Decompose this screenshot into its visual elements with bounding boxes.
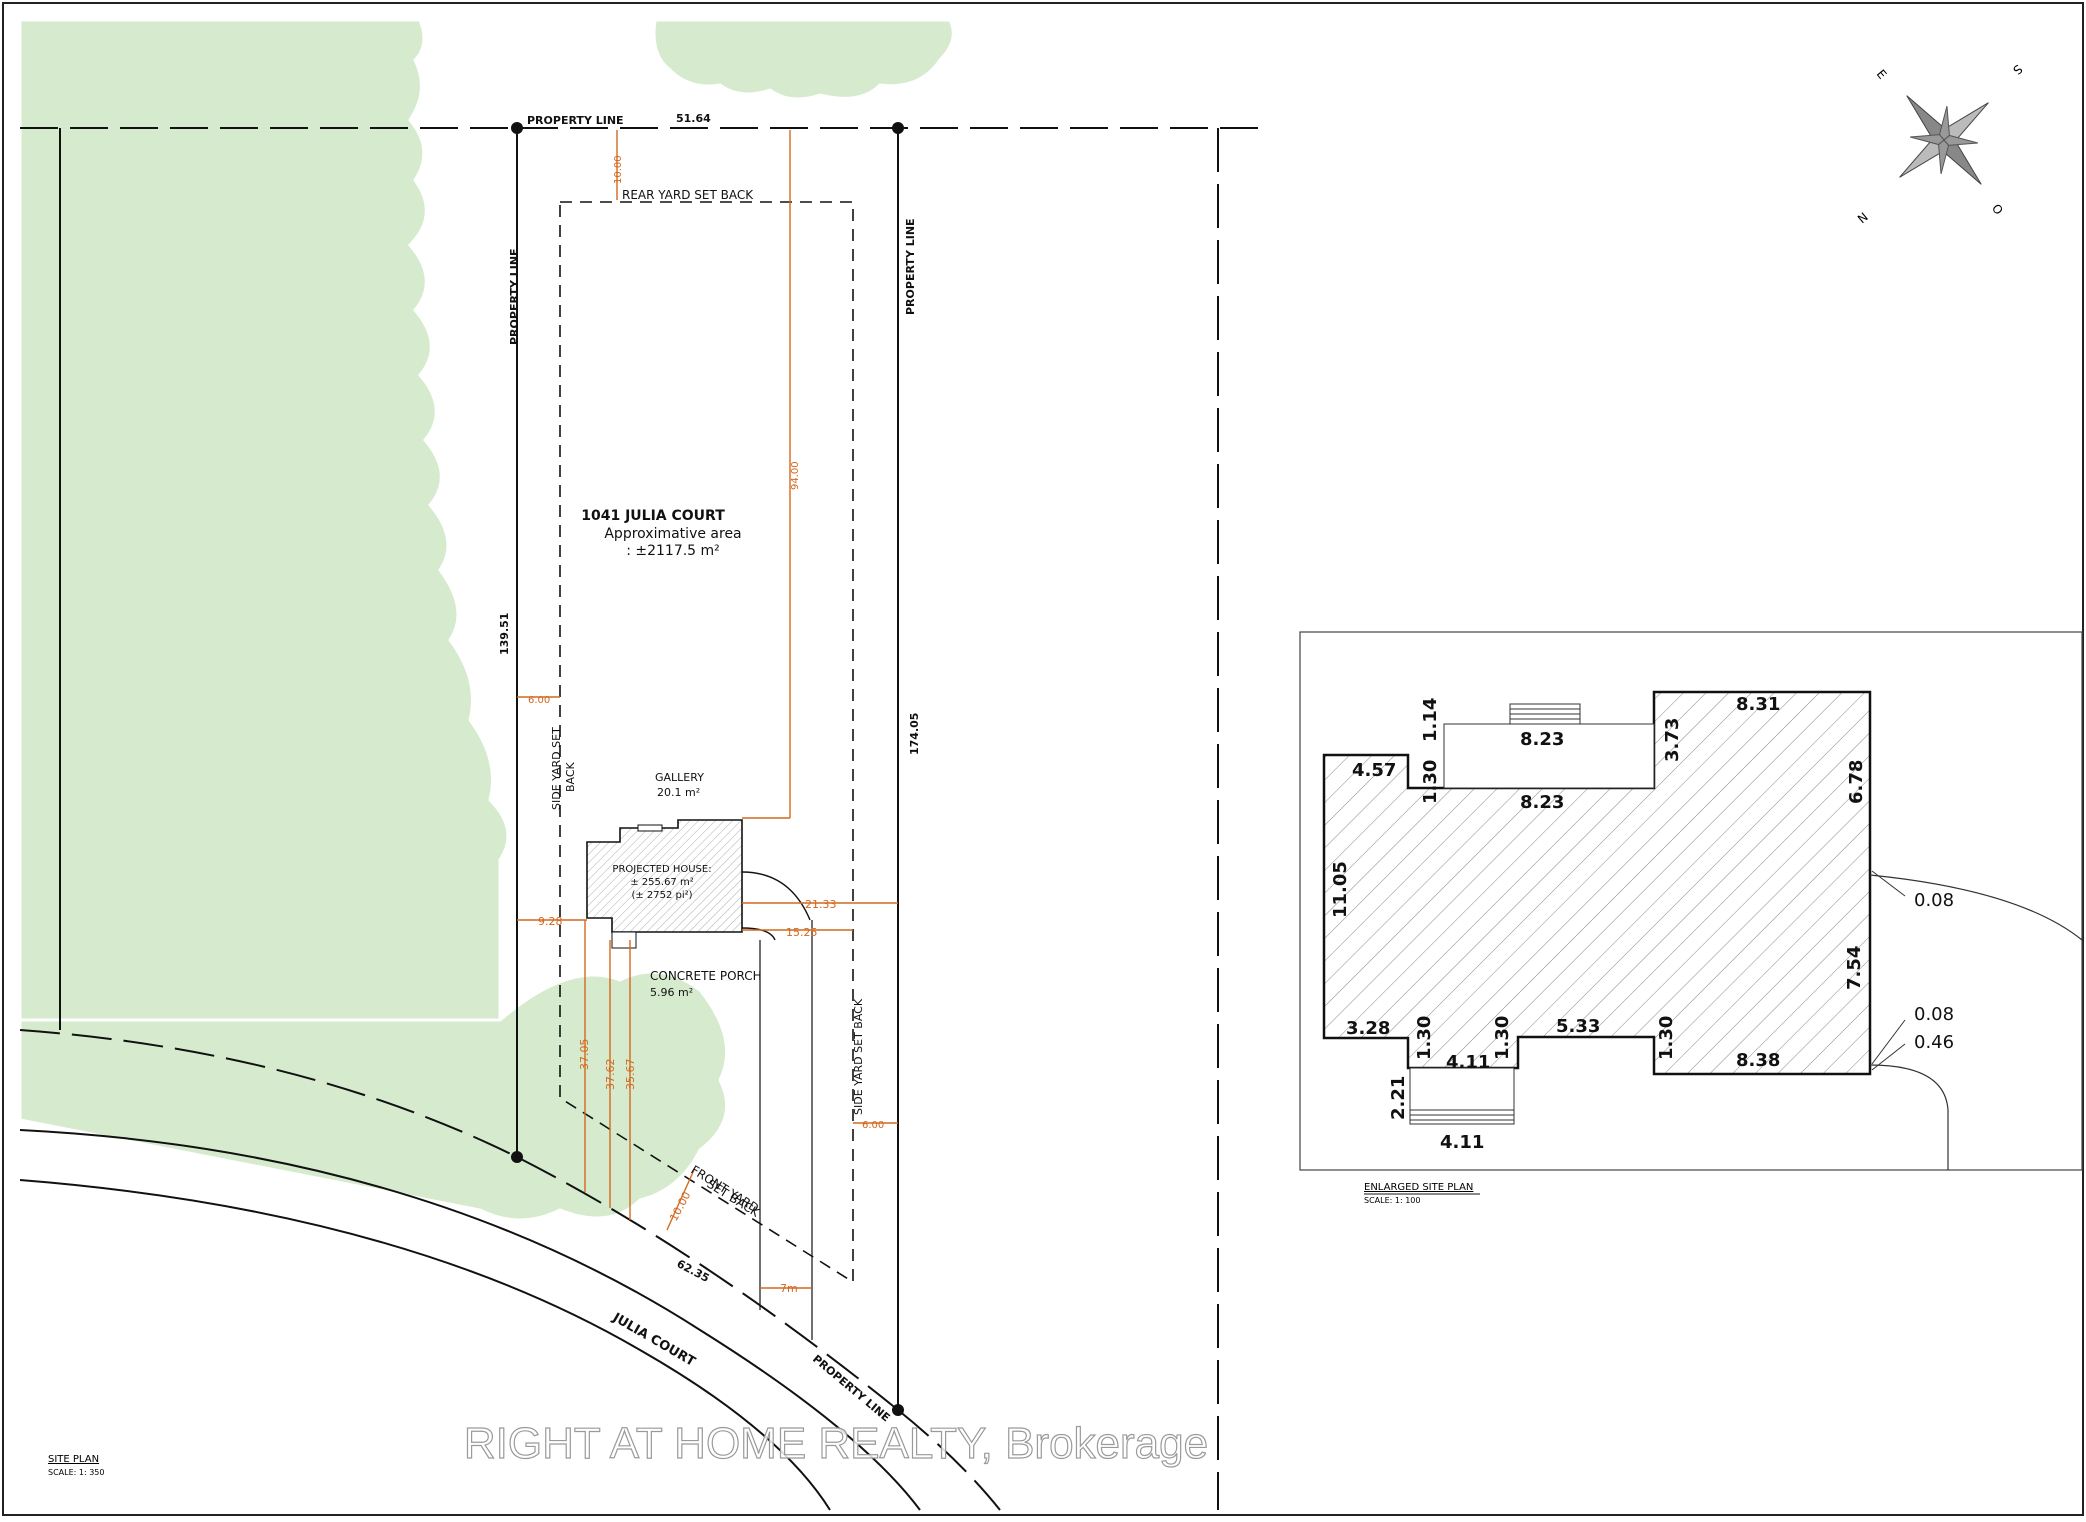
right-line-length: 174.05: [908, 713, 921, 755]
enlarged-driveway-edge: [1869, 1064, 1949, 1170]
projected-house: [586, 819, 743, 933]
porch-label: CONCRETE PORCH: [650, 969, 762, 983]
gallery-stairs: [1509, 703, 1581, 725]
lot-area-value: : ±2117.5 m²: [626, 543, 720, 559]
dimension-lines: [517, 130, 898, 1289]
porch-area: 5.96 m²: [650, 986, 693, 999]
dim-4-57: 4.57: [1352, 760, 1396, 781]
compass-west: O: [1989, 201, 2006, 217]
dim-4-11-b: 4.11: [1440, 1132, 1484, 1153]
driveway-curve: [741, 871, 811, 921]
rear-setback-label: REAR YARD SET BACK: [622, 188, 754, 202]
lot-area-label: Approximative area: [604, 526, 741, 542]
dim-3-28: 3.28: [1346, 1018, 1390, 1039]
site-plan-scale: SCALE: 1: 350: [48, 1468, 104, 1477]
dim-7-54: 7.54: [1844, 946, 1865, 990]
front-setback-dim: 10.00: [667, 1189, 693, 1223]
enlarged-frame: [1299, 631, 2083, 1171]
side-setback-dim-right: 6.00: [862, 1120, 884, 1131]
dim-1-30-b: 1.30: [1414, 1016, 1435, 1060]
lot-depth-dim: 94.00: [790, 461, 801, 490]
enlarged-driveway-curve: [1869, 874, 2083, 941]
left-line-length: 139.51: [498, 613, 511, 655]
dim-right-porch: 15.25: [786, 926, 818, 939]
porch: [611, 931, 637, 949]
dim-3-73: 3.73: [1662, 718, 1683, 762]
watermark: RIGHT AT HOME REALTY, Brokerage: [464, 1419, 1208, 1468]
porch-stairs: [1409, 1067, 1515, 1125]
house-label: PROJECTED HOUSE:: [612, 864, 711, 875]
dim-1-30-d: 1.30: [1656, 1016, 1677, 1060]
compass-east: E: [1874, 67, 1890, 82]
dim-6-78: 6.78: [1846, 760, 1867, 804]
compass-south: S: [2010, 62, 2025, 78]
dim-1-14: 1.14: [1420, 698, 1441, 742]
dim-4-11-a: 4.11: [1446, 1052, 1490, 1073]
gallery-label: GALLERY: [655, 771, 704, 784]
gallery-step: [637, 824, 663, 832]
dim-8-23-top: 8.23: [1520, 729, 1564, 750]
boundary-corners: [511, 122, 904, 1416]
property-boundary: [19, 127, 1270, 1511]
dim-front-1: 37.05: [578, 1039, 591, 1071]
leader-2: [1871, 1019, 1906, 1065]
compass-rose: N S E O: [1855, 62, 2025, 227]
side-setback-dim-left: 6.00: [528, 695, 550, 706]
side-setback-label-right: SIDE YARD SET BACK: [852, 998, 865, 1115]
dim-right-house: 21.33: [805, 898, 837, 911]
property-line-left-label: PROPERTY LINE: [508, 248, 521, 345]
top-width-dim: 51.64: [676, 112, 711, 125]
dim-8-31: 8.31: [1736, 694, 1780, 715]
leader-3: [1871, 1043, 1906, 1071]
dim-0-08-a: 0.08: [1914, 890, 1954, 911]
house-area-m: ± 255.67 m²: [630, 877, 693, 888]
dim-0-08-b: 0.08: [1914, 1004, 1954, 1025]
dim-7m: 7m: [780, 1282, 798, 1295]
side-setback-label: SIDE YARD SET: [550, 727, 563, 810]
site-plan-title: SITE PLAN: [48, 1454, 99, 1465]
enlarged-site-plan: 8.31 8.23 1.14 3.73 4.57 1.30 8.23 6.78 …: [1299, 631, 2083, 1205]
enlarged-scale: SCALE: 1: 100: [1364, 1196, 1420, 1205]
gallery-area: 20.1 m²: [657, 786, 700, 799]
dim-front-3: 35.67: [624, 1059, 637, 1091]
dim-0-46: 0.46: [1914, 1032, 1954, 1053]
property-line-front-label: PROPERTY LINE: [810, 1352, 892, 1424]
dim-5-33: 5.33: [1556, 1016, 1600, 1037]
dim-left-house: 9.28: [538, 915, 563, 928]
rear-setback-dim: 10.00: [613, 155, 624, 184]
dim-1-30-a: 1.30: [1420, 760, 1441, 804]
side-setback-label-2: BACK: [564, 761, 577, 792]
dim-8-23-mid: 8.23: [1520, 792, 1564, 813]
enlarged-gallery: [1443, 723, 1655, 789]
dim-front-2: 37.62: [604, 1059, 617, 1091]
leader-1: [1871, 870, 1906, 897]
dim-2-21: 2.21: [1388, 1076, 1409, 1120]
property-line-right-label: PROPERTY LINE: [904, 218, 917, 315]
dim-1-30-c: 1.30: [1492, 1016, 1513, 1060]
enlarged-title: ENLARGED SITE PLAN: [1364, 1182, 1473, 1193]
compass-north: N: [1855, 210, 1871, 226]
street-edges: [19, 1129, 921, 1511]
dim-8-38: 8.38: [1736, 1050, 1780, 1071]
vegetation-area: [18, 18, 955, 1222]
dim-11-05: 11.05: [1330, 861, 1351, 918]
driveway-curve-inner: [741, 927, 776, 941]
lot-title: 1041 JULIA COURT: [581, 508, 725, 524]
house-area-ft: (± 2752 pi²): [631, 890, 692, 901]
property-line-top-label: PROPERTY LINE: [527, 114, 624, 127]
front-width-dim: 62.35: [675, 1257, 712, 1285]
